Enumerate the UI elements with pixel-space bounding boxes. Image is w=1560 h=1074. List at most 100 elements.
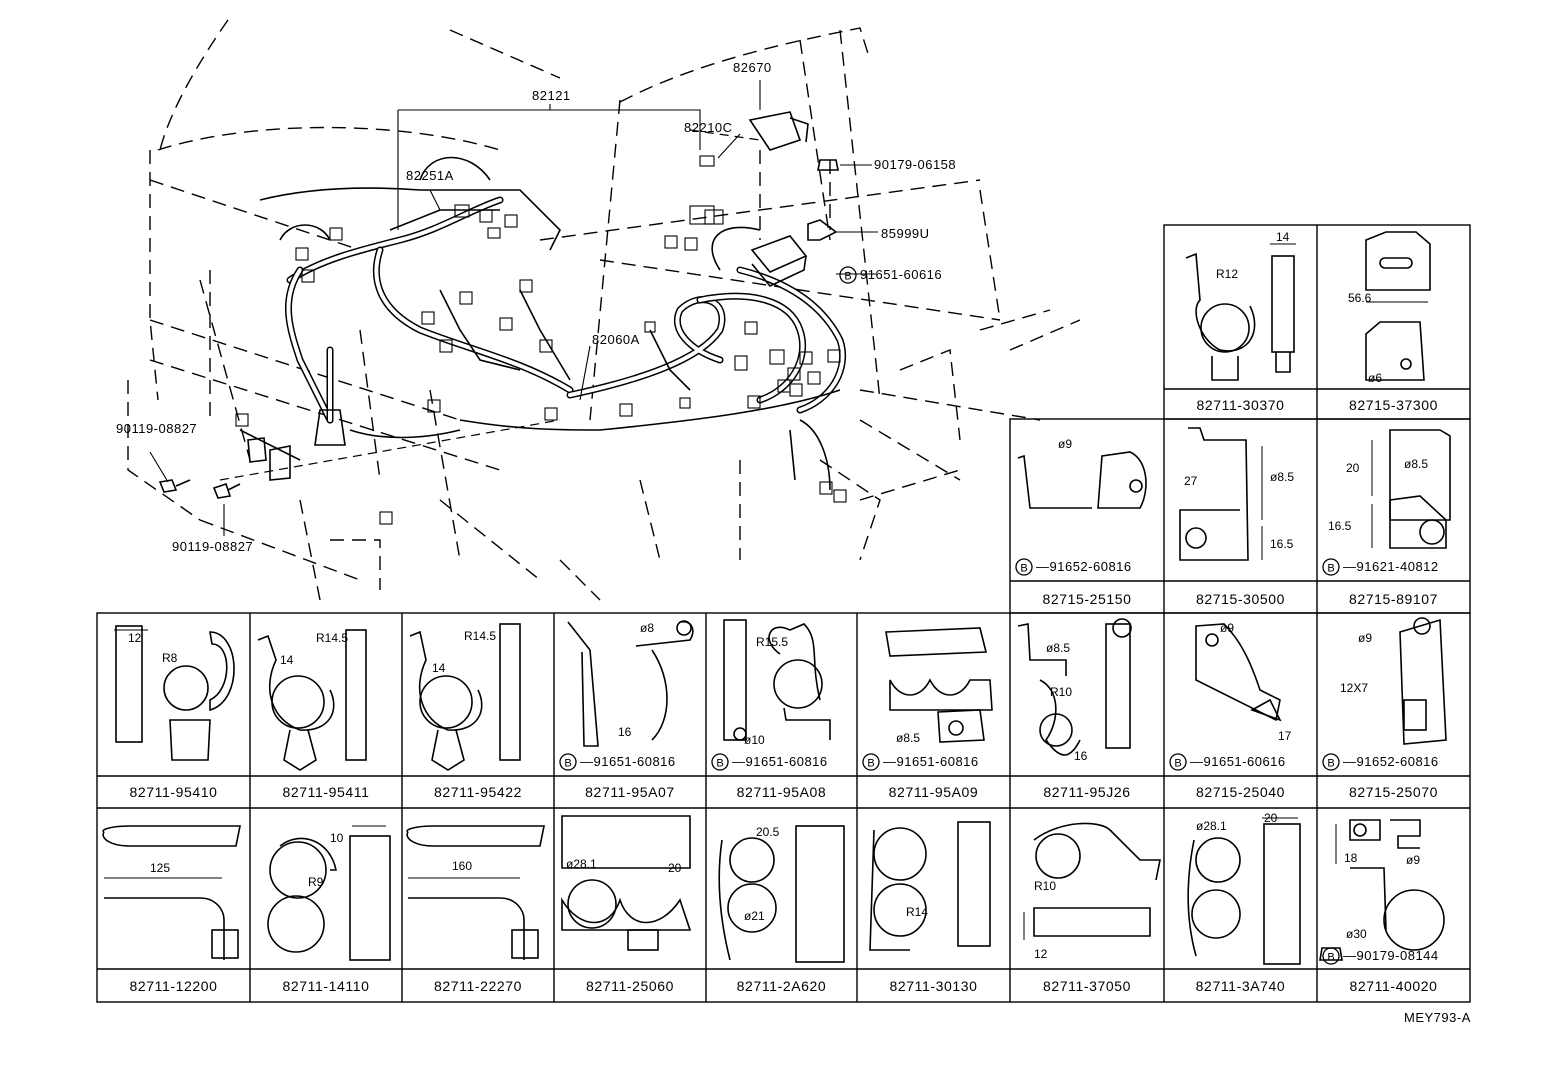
part-cell-82711-12200: 82711-12200 125 — [129, 861, 217, 994]
fastener-part-number: —91621-40812 — [1343, 559, 1439, 574]
circled-b-icon: B — [1322, 947, 1340, 965]
svg-text:B: B — [867, 758, 874, 770]
dimension-label: 16 — [618, 725, 632, 739]
dimension-label: R8 — [162, 651, 178, 665]
callout-c10: 90119-08827 — [172, 539, 253, 554]
part-number: 82711-95A09 — [889, 784, 979, 800]
dimension-label: 14 — [432, 661, 446, 675]
part-number: 82711-30130 — [889, 978, 977, 994]
fastener-part-number: —91652-60816 — [1036, 559, 1132, 574]
dimension-label: R10 — [1050, 685, 1072, 699]
part-number: 82715-89107 — [1349, 591, 1438, 607]
dimension-label: 160 — [452, 859, 472, 873]
dimension-label: R12 — [1216, 267, 1238, 281]
dimension-label: 56.6 — [1348, 291, 1372, 305]
dimension-label: 27 — [1184, 474, 1198, 488]
dimension-label: R14.5 — [316, 631, 348, 645]
engine-bay-illustration — [127, 19, 1081, 601]
part-number: 82715-37300 — [1349, 397, 1438, 413]
dimension-label: 16.5 — [1270, 537, 1294, 551]
dimension-label: ø8.5 — [1046, 641, 1070, 655]
dimension-label: R15.5 — [756, 635, 788, 649]
dimension-label: ø28.1 — [1196, 819, 1227, 833]
svg-text:B: B — [1174, 758, 1181, 770]
dimension-label: ø10 — [744, 733, 765, 747]
callout-c2: 82670 — [733, 60, 772, 75]
svg-text:B: B — [844, 271, 851, 283]
svg-text:B: B — [1327, 952, 1334, 964]
part-cell-82711-95422: 82711-95422 14 R14.5 — [432, 629, 522, 800]
part-number: 82711-12200 — [129, 978, 217, 994]
svg-text:B: B — [564, 758, 571, 770]
dimension-label: ø8.5 — [896, 731, 920, 745]
part-cell-82715-37300: 82715-37300 56.6 ø6 — [1348, 291, 1438, 413]
dimension-label: R9 — [308, 875, 324, 889]
callout-c5: 82251A — [406, 168, 454, 183]
circled-b-icon: B — [711, 753, 729, 771]
dimension-label: ø28.1 — [566, 857, 597, 871]
part-number: 82711-95410 — [129, 784, 217, 800]
part-number: 82715-30500 — [1196, 591, 1285, 607]
part-cell-82715-89107: 82715-89107 B —91621-40812 20 ø8.5 16.5 — [1322, 457, 1439, 607]
part-number: 82711-37050 — [1043, 978, 1131, 994]
circled-b-icon: B — [559, 753, 577, 771]
dimension-label: R14.5 — [464, 629, 496, 643]
dimension-label: 20 — [1264, 811, 1278, 825]
part-number: 82711-40020 — [1349, 978, 1437, 994]
dimension-label: 14 — [1276, 230, 1290, 244]
svg-text:B: B — [1327, 563, 1334, 575]
circled-b-icon: B — [1322, 753, 1340, 771]
dimension-label: 20 — [1346, 461, 1360, 475]
callout-labels: 821218267082210C90179-0615882251A85999UB… — [116, 60, 956, 554]
part-number: 82711-25060 — [586, 978, 674, 994]
part-number: 82711-22270 — [434, 978, 522, 994]
part-number: 82711-95A08 — [737, 784, 827, 800]
svg-text:B: B — [1020, 563, 1027, 575]
part-cells: 82711-3037014R1282715-3730056.6ø682715-2… — [128, 230, 1439, 994]
part-cell-82711-22270: 82711-22270 160 — [434, 859, 522, 994]
part-number: 82711-95A07 — [585, 784, 675, 800]
part-number: 82711-2A620 — [737, 978, 827, 994]
dimension-label: 10 — [330, 831, 344, 845]
dimension-label: ø9 — [1358, 631, 1372, 645]
svg-text:B: B — [1327, 758, 1334, 770]
dimension-label: ø6 — [1368, 371, 1382, 385]
part-number: 82711-30370 — [1196, 397, 1284, 413]
callout-c9: 90119-08827 — [116, 421, 197, 436]
callout-c8: 82060A — [592, 332, 640, 347]
part-number: 82715-25040 — [1196, 784, 1285, 800]
dimension-label: ø9 — [1220, 621, 1234, 635]
dimension-label: 16.5 — [1328, 519, 1352, 533]
diagram-code: MEY793-A — [1404, 1010, 1471, 1025]
dimension-label: 16 — [1074, 749, 1088, 763]
callout-c1: 82121 — [532, 88, 571, 103]
dimension-label: 12X7 — [1340, 681, 1368, 695]
part-number: 82715-25070 — [1349, 784, 1438, 800]
parts-grid — [96, 224, 1471, 1003]
dimension-label: 125 — [150, 861, 170, 875]
dimension-label: 20.5 — [756, 825, 780, 839]
part-number: 82711-95422 — [434, 784, 522, 800]
dimension-label: 12 — [1034, 947, 1048, 961]
fastener-part-number: —91652-60816 — [1343, 754, 1439, 769]
dimension-label: ø9 — [1058, 437, 1072, 451]
dimension-label: ø8.5 — [1404, 457, 1428, 471]
circled-b-icon: B — [1322, 558, 1340, 576]
callout-c4: 90179-06158 — [874, 157, 956, 172]
clip-sketches — [102, 231, 1451, 965]
dimension-label: ø9 — [1406, 853, 1420, 867]
fastener-part-number: —90179-08144 — [1343, 948, 1439, 963]
fastener-part-number: —91651-60816 — [580, 754, 676, 769]
dimension-label: 20 — [668, 861, 682, 875]
part-number: 82711-95411 — [282, 784, 369, 800]
